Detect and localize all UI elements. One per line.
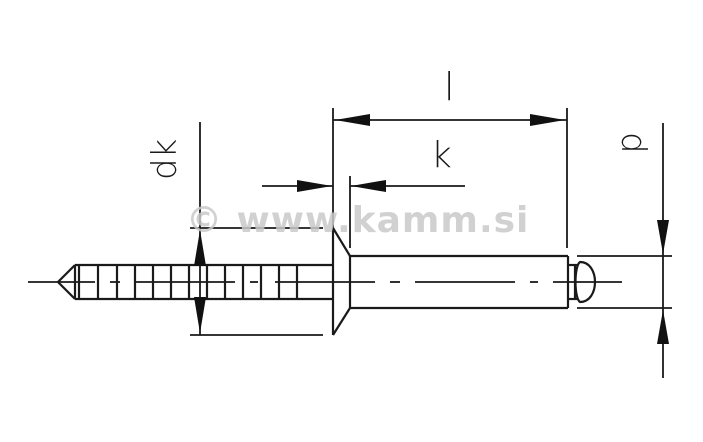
dimension-d — [577, 123, 672, 378]
countersunk-head — [331, 227, 352, 336]
label-l: l — [444, 65, 455, 109]
dimension-k — [262, 176, 465, 248]
dimension-dk — [190, 122, 323, 336]
label-k: k — [431, 135, 452, 176]
label-dk: dk — [145, 138, 185, 180]
mandrel-head — [568, 260, 596, 304]
watermark: © www.kamm.si — [186, 200, 530, 241]
dimension-l — [332, 108, 568, 248]
label-d: d — [613, 132, 653, 154]
